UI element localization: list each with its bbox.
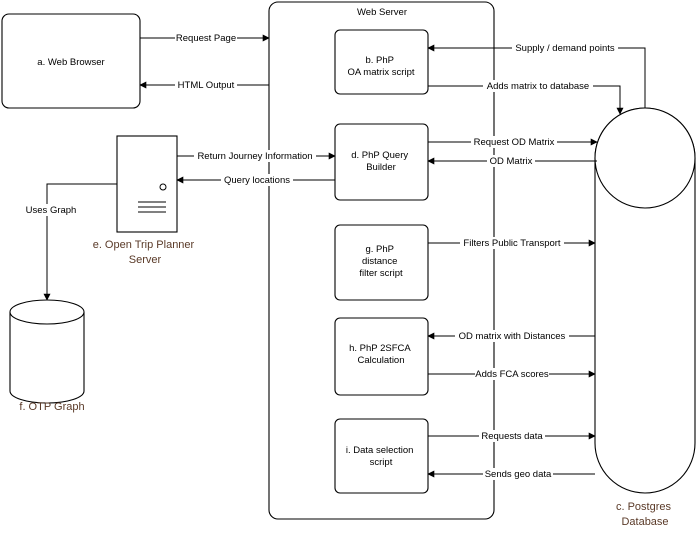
web-server-label: Web Server	[357, 7, 407, 18]
requests-data-label: Requests data	[481, 431, 543, 442]
sends-geo-label: Sends geo data	[485, 469, 552, 480]
request-page-label: Request Page	[176, 33, 236, 44]
adds-fca-label: Adds FCA scores	[475, 369, 549, 380]
supply-demand-label: Supply / demand points	[515, 43, 615, 54]
adds-matrix-label: Adds matrix to database	[487, 81, 589, 92]
oa-matrix-script-box	[334, 29, 429, 95]
request-od-label: Request OD Matrix	[474, 137, 555, 148]
query-locations-label: Query locations	[224, 175, 290, 186]
sfca-calculation-box	[334, 317, 429, 396]
od-distances-label: OD matrix with Distances	[459, 331, 566, 342]
od-matrix-label: OD Matrix	[490, 156, 533, 167]
filters-public-label: Filters Public Transport	[463, 238, 561, 249]
distance-filter-label: g. PhP distance filter script	[359, 244, 403, 279]
supply-demand-arrow	[427, 44, 646, 108]
web-browser-box	[1, 13, 141, 109]
uses-graph-arrow	[43, 183, 117, 301]
server-icon	[116, 135, 178, 233]
oa-matrix-script-label: b. PhP OA matrix script	[347, 55, 414, 78]
return-journey-label: Return Journey Information	[197, 151, 312, 162]
otp-graph-cylinder	[9, 299, 85, 404]
otp-server-label: e. Open Trip Planner Server	[93, 239, 198, 266]
otp-graph-label: f. OTP Graph	[19, 401, 84, 413]
data-selection-box	[334, 418, 429, 494]
query-builder-label: d. PhP Query Builder	[351, 150, 411, 173]
web-browser-label: a. Web Browser	[37, 57, 104, 68]
sfca-calculation-label: h. PhP 2SFCA Calculation	[349, 343, 413, 366]
postgres-database-label: c. Postgres Database	[616, 501, 674, 528]
uses-graph-label: Uses Graph	[26, 205, 77, 216]
postgres-database-shape	[594, 107, 696, 494]
html-output-label: HTML Output	[178, 80, 235, 91]
data-selection-label: i. Data selection script	[346, 445, 416, 468]
distance-filter-box	[334, 224, 429, 301]
